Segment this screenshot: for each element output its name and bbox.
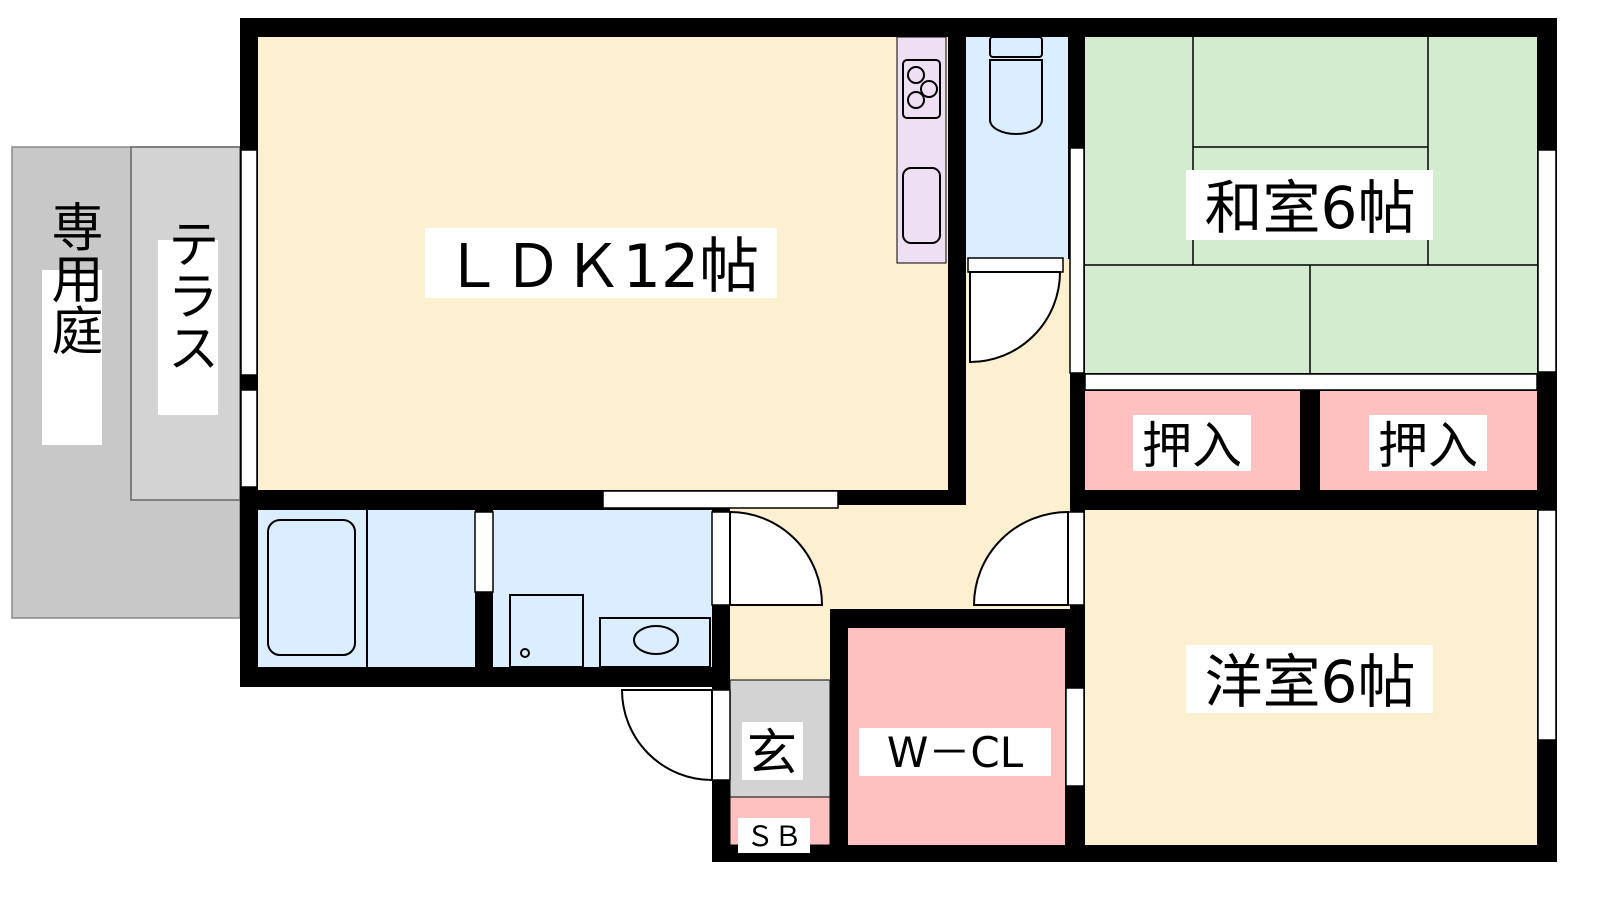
kitchen-counter (896, 36, 947, 264)
wcl-door[interactable] (1065, 687, 1085, 787)
entrance-door[interactable] (620, 689, 713, 782)
burner-icon (907, 66, 925, 84)
window[interactable] (1069, 147, 1085, 374)
window[interactable] (1537, 509, 1557, 741)
ldk-label: ＬＤＫ12帖 (425, 228, 777, 302)
wcl-label-text: W－CL (887, 728, 1024, 777)
sink-icon (902, 167, 941, 244)
window[interactable] (240, 389, 258, 488)
youshitsu-door[interactable] (972, 510, 1069, 606)
genkan-label-text: 玄 (747, 724, 797, 782)
toilet-room (966, 37, 1068, 259)
window[interactable] (240, 149, 258, 376)
window[interactable] (1537, 149, 1557, 373)
sb-label-text: ＳＢ (746, 820, 802, 853)
door-frame (1067, 511, 1085, 606)
door-frame (967, 257, 1064, 273)
hallway-entry (730, 600, 830, 680)
youshitsu-label-text: 洋室6帖 (1205, 648, 1416, 716)
toilet-tank-icon (989, 36, 1043, 58)
washroom-door[interactable] (729, 510, 824, 606)
toilet-door[interactable] (969, 271, 1062, 364)
bathtub-icon (267, 519, 356, 656)
washroom (493, 510, 712, 667)
window[interactable] (602, 490, 839, 509)
toilet-icon (989, 59, 1043, 135)
oshiire-right-label: 押入 (1369, 415, 1487, 475)
genkan-label: 玄 (742, 722, 803, 782)
washitsu-label: 和室6帖 (1186, 170, 1433, 242)
garden-label: 専用庭 (42, 200, 102, 445)
garden-label-text: 専用庭 (42, 200, 102, 356)
ldk-label-text: ＬＤＫ12帖 (443, 232, 759, 302)
bath-door[interactable] (474, 511, 494, 593)
burner-icon (920, 80, 938, 98)
youshitsu-label: 洋室6帖 (1186, 645, 1433, 716)
oshiire-left-label: 押入 (1133, 415, 1251, 475)
oshiire-left-text: 押入 (1142, 417, 1242, 475)
door-frame (711, 511, 731, 606)
terrace-label: テラス (158, 217, 218, 415)
oshiire-right-text: 押入 (1378, 417, 1478, 475)
stove-icon (902, 59, 941, 119)
washing-machine-icon (509, 594, 584, 668)
washitsu-label-text: 和室6帖 (1205, 174, 1416, 242)
burner-icon (907, 91, 925, 109)
sliding-door[interactable] (1084, 373, 1538, 391)
wcl-label: W－CL (859, 728, 1051, 777)
terrace-label-text: テラス (158, 217, 218, 373)
door-frame (711, 689, 731, 781)
washbasin-icon (599, 617, 711, 668)
sb-label: ＳＢ (738, 818, 810, 853)
